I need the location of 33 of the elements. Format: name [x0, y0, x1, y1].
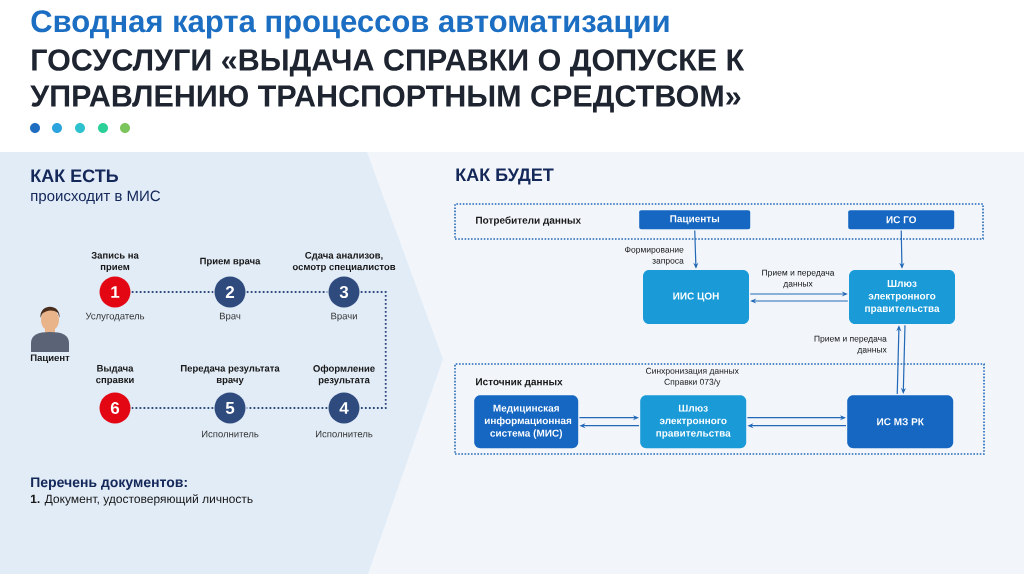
system-box: Шлюз электронного правительства — [849, 270, 955, 324]
role-label: Врачи — [331, 312, 357, 322]
edge-label: Прием и передача данных — [814, 335, 887, 355]
role-label: Исполнитель — [202, 430, 259, 438]
system-box: ИИС ЦОН — [643, 270, 749, 324]
role-label: Исполнитель — [316, 430, 373, 438]
system-box: Пациенты — [639, 210, 751, 230]
step-label: Сдача анализов, осмотр специалистов — [292, 251, 396, 273]
title: Сводная карта процессов автоматизации — [31, 10, 669, 39]
connector — [130, 291, 215, 293]
heading: КАК ЕСТЬ — [31, 169, 118, 183]
person-label: Пациент — [30, 354, 70, 363]
step-label: Оформление результата — [313, 364, 375, 386]
list-item: 1. Документ, удостоверяющий личность — [30, 494, 253, 506]
role-label: Врач — [219, 312, 241, 322]
connector — [359, 291, 387, 409]
step-label: Запись на прием — [91, 251, 139, 273]
role-label: Услугодатель — [85, 312, 145, 322]
system-box: ИС МЗ РК — [847, 395, 954, 449]
step-label: Выдача справки — [96, 365, 134, 385]
subheading: происходит в МИС — [31, 190, 161, 205]
step-label: Прием врача — [200, 257, 261, 267]
system-box: Шлюз электронного правительства — [640, 395, 747, 449]
box-caption: Синхронизация данных Справки 073/у — [645, 367, 739, 387]
edge-label: Прием и передача данных — [762, 269, 835, 289]
step-label: Передача результата врачу — [180, 365, 280, 385]
system-box: Медицинская информационная система (МИС) — [474, 395, 579, 449]
section-heading: КАК БУДЕТ — [456, 168, 554, 185]
edge-label: Формирование запроса — [625, 246, 684, 266]
list-heading: Перечень документов: — [31, 477, 187, 490]
system-box: ИС ГО — [848, 210, 955, 230]
subtitle: ГОСУСЛУГИ «ВЫДАЧА СПРАВКИ О ДОПУСКЕ К УПРАВЛЕНИЮ ТРАНСПОРТНЫМ СРЕДСТВОМ» — [30, 49, 745, 113]
connector — [130, 407, 215, 409]
